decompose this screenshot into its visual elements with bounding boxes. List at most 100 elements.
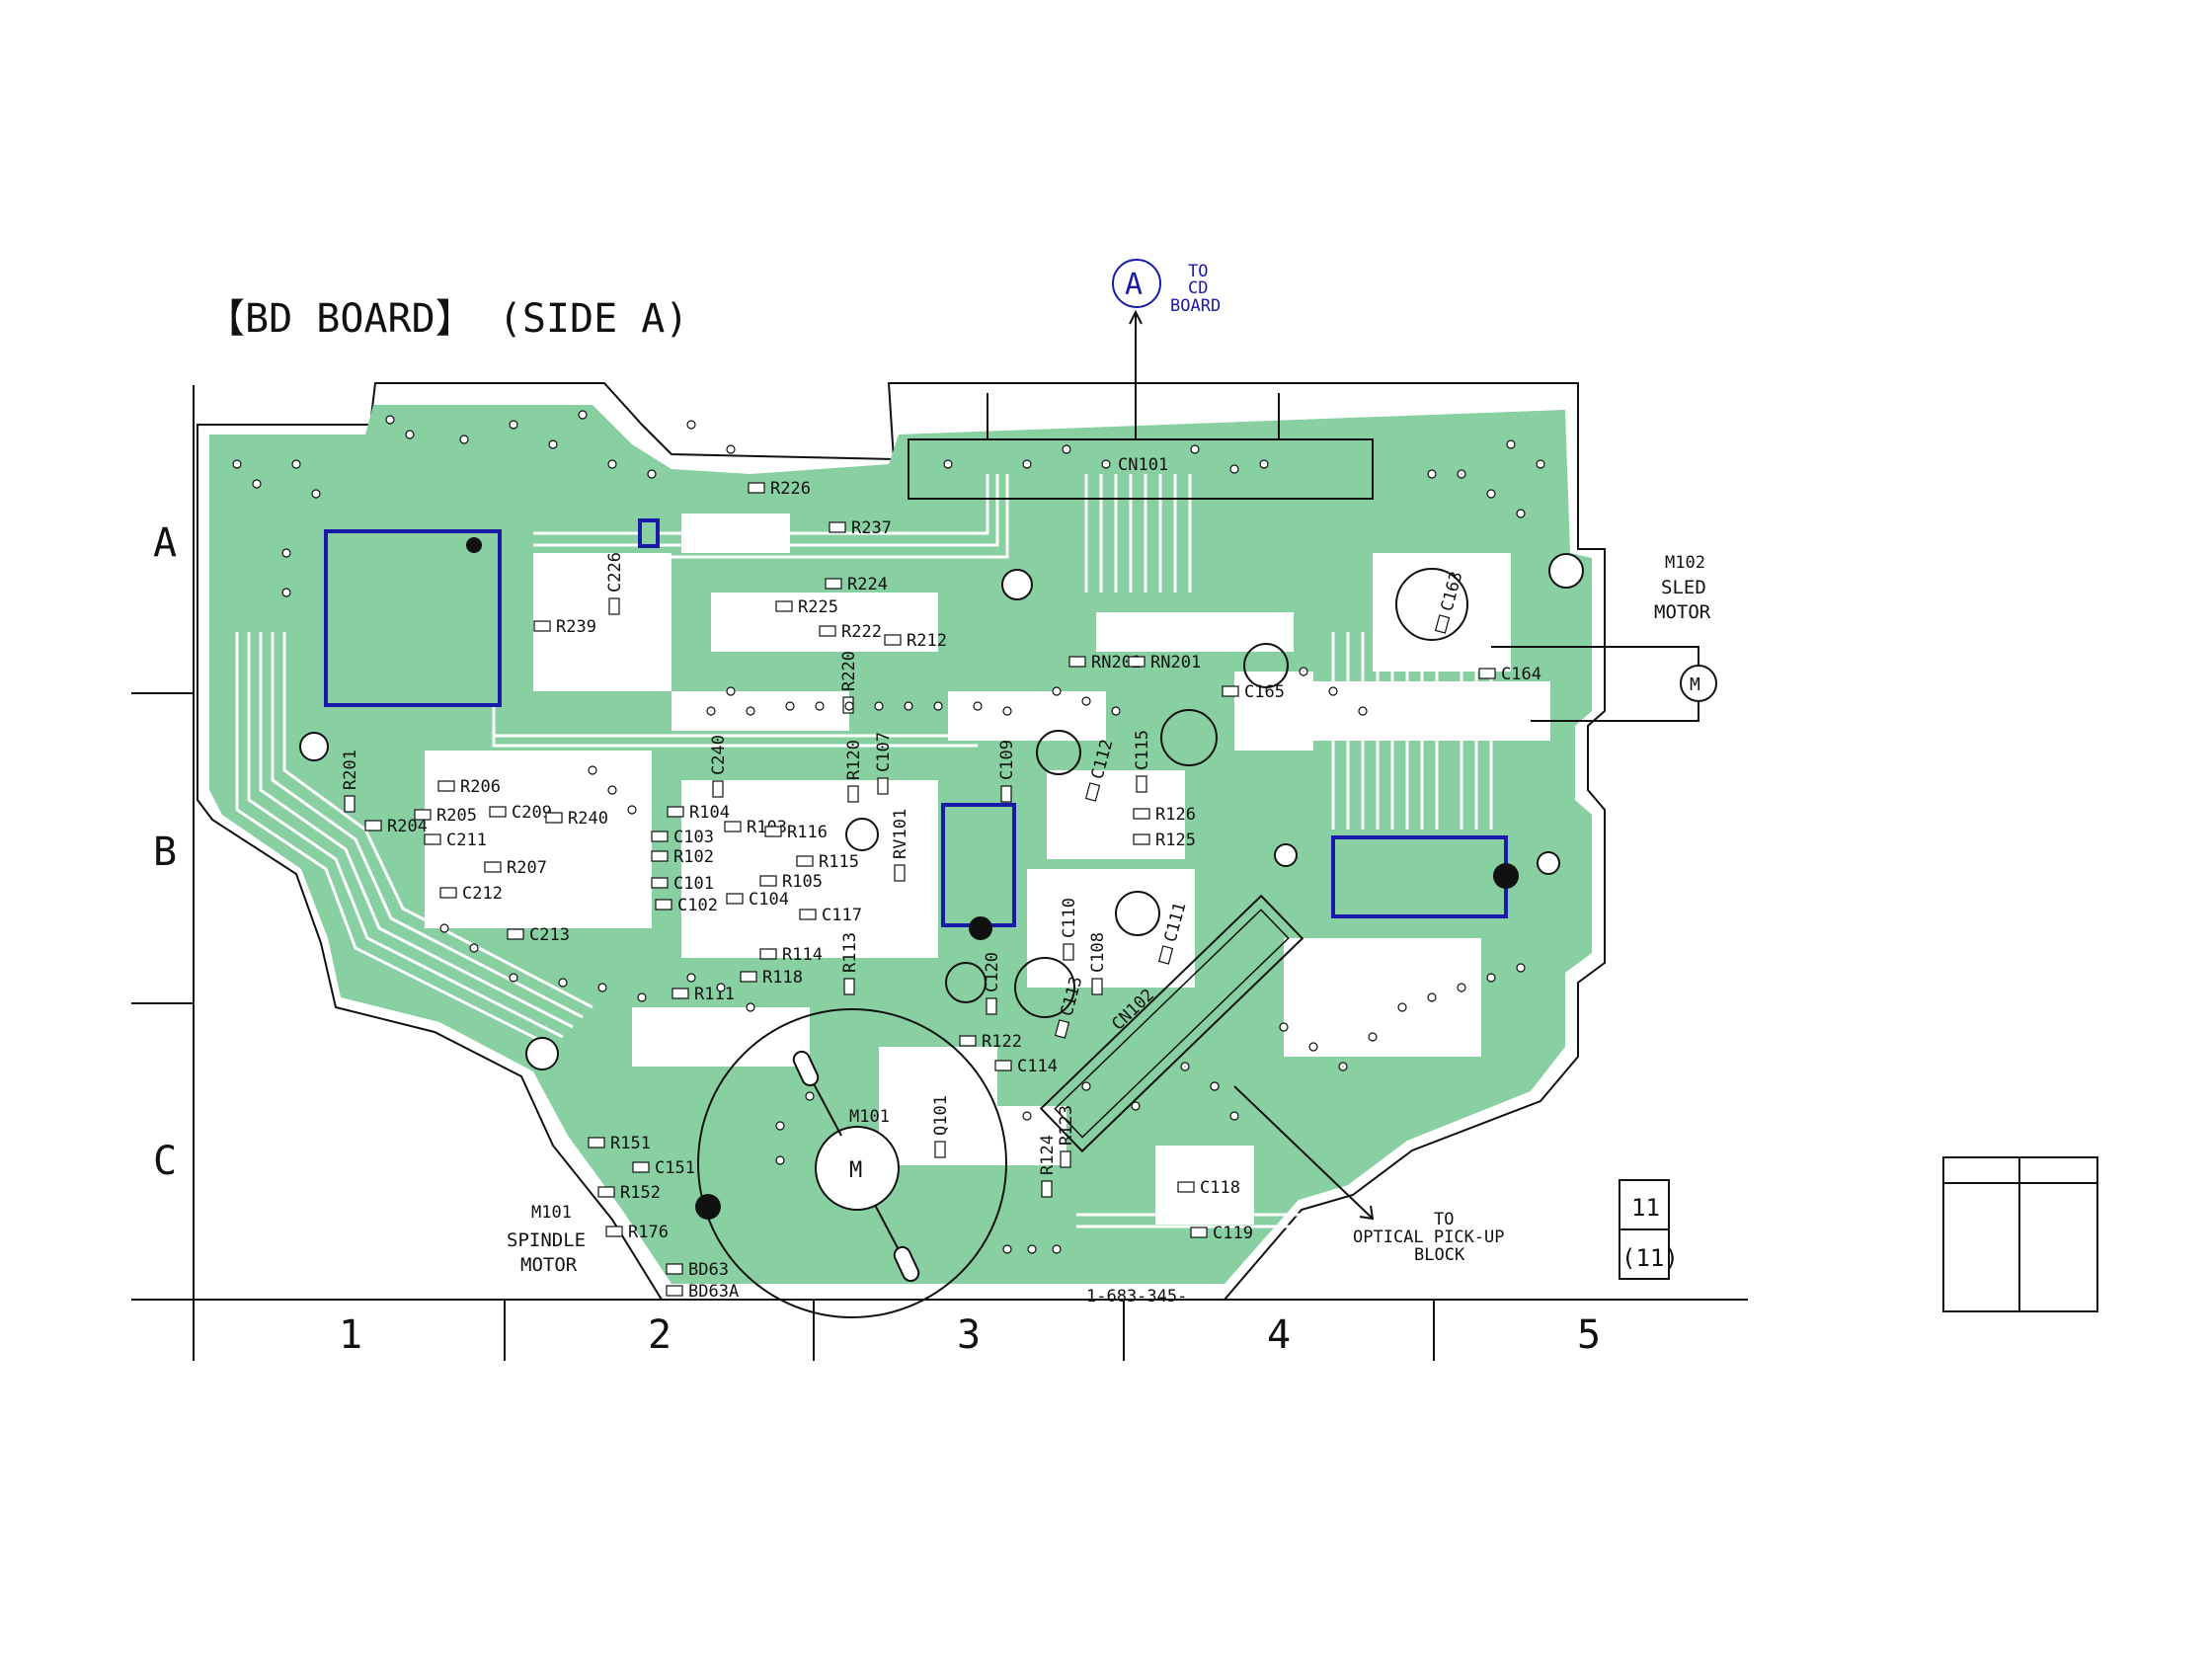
component-pad-c119: [1190, 1227, 1208, 1238]
component-pad-r105: [759, 875, 777, 887]
component-pad-r102: [651, 850, 669, 862]
component-pad-r114: [759, 948, 777, 960]
component-label-r151: R151: [610, 1134, 651, 1153]
component-label-bd63: BD63: [688, 1260, 729, 1280]
spindle-motor-symbol: M: [849, 1158, 862, 1183]
via-hole: [1516, 963, 1526, 973]
via-hole: [716, 983, 726, 992]
via-hole: [385, 415, 395, 425]
via-hole: [509, 420, 518, 430]
col-label-4: 4: [1267, 1312, 1291, 1358]
component-label-c209: C209: [512, 803, 552, 823]
via-hole: [1022, 1111, 1032, 1121]
connector-a-circle: [1112, 259, 1161, 308]
spindle-motor-outline: [697, 1008, 1007, 1318]
component-pad-r206: [437, 780, 455, 792]
ic-footprints: [324, 518, 1508, 927]
via-hole: [933, 701, 943, 711]
via-hole: [746, 1002, 755, 1012]
component-pad-c112: [1084, 782, 1101, 802]
via-hole: [1457, 983, 1466, 992]
component-pad-c101: [651, 877, 669, 889]
component-pad-r205: [414, 809, 432, 821]
via-hole: [1427, 992, 1437, 1002]
via-hole: [1299, 667, 1308, 676]
via-hole: [597, 983, 607, 992]
component-pad-r111: [672, 988, 689, 999]
via-hole: [686, 420, 696, 430]
component-pad-bd63: [666, 1263, 683, 1275]
component-label-r120: R120: [844, 740, 864, 780]
component-label-c213: C213: [529, 925, 570, 945]
component-label-r105: R105: [782, 872, 823, 892]
component-pad-c114: [994, 1060, 1012, 1071]
component-label-c110: C110: [1060, 898, 1079, 938]
component-label-c211: C211: [446, 831, 487, 850]
component-label-c114: C114: [1017, 1057, 1058, 1076]
via-hole: [1052, 686, 1062, 696]
component-pad-rn202: [1068, 656, 1086, 668]
via-hole: [815, 701, 825, 711]
component-pad-c163: [1434, 614, 1451, 634]
component-pad-r204: [364, 820, 382, 832]
via-hole: [904, 701, 913, 711]
component-pad-c164: [1478, 668, 1496, 679]
via-hole: [637, 992, 647, 1002]
component-pad-bd63a: [666, 1285, 683, 1297]
row-label-b: B: [153, 830, 177, 875]
component-label-r220: R220: [839, 651, 859, 691]
component-label-c115: C115: [1133, 730, 1152, 770]
via-hole: [588, 765, 597, 775]
pickup-line3: BLOCK: [1414, 1245, 1465, 1265]
via-hole: [1486, 489, 1496, 499]
sled-motor: M M102 SLED MOTOR: [1491, 553, 1717, 722]
via-hole: [405, 430, 415, 439]
via-hole: [844, 701, 854, 711]
component-label-rn201: RN201: [1150, 653, 1201, 673]
component-pad-c108: [1091, 978, 1103, 995]
component-pad-r151: [588, 1137, 605, 1148]
via-hole: [1328, 686, 1338, 696]
via-hole: [1022, 459, 1032, 469]
component-pad-c109: [1000, 785, 1012, 803]
sled-motor-symbol: M: [1690, 674, 1700, 695]
connector-a-line1: TO: [1188, 262, 1208, 281]
via-hole: [647, 469, 657, 479]
via-hole: [558, 978, 568, 988]
component-label-r126: R126: [1155, 805, 1196, 825]
component-label-c104: C104: [749, 890, 789, 910]
component-label-c212: C212: [462, 884, 503, 904]
component-label-c165: C165: [1244, 682, 1285, 702]
cn101-label: CN101: [1118, 455, 1168, 475]
via-hole: [1002, 1244, 1012, 1254]
component-label-r152: R152: [620, 1183, 661, 1203]
component-label-r104: R104: [689, 803, 730, 823]
component-pad-r115: [796, 855, 814, 867]
component-label-c107: C107: [874, 732, 894, 772]
component-pad-c151: [632, 1161, 650, 1173]
component-pad-c118: [1177, 1181, 1195, 1193]
via-hole: [775, 1121, 785, 1131]
component-label-r239: R239: [556, 617, 596, 637]
component-label-c117: C117: [822, 906, 862, 925]
component-pad-r224: [825, 578, 842, 590]
component-pad-r104: [667, 806, 684, 818]
component-label-r124: R124: [1038, 1135, 1058, 1175]
col-label-2: 2: [648, 1312, 672, 1358]
cn101-connector: [908, 393, 1374, 500]
component-label-c164: C164: [1501, 665, 1541, 684]
via-hole: [459, 435, 469, 444]
via-hole: [686, 973, 696, 983]
component-label-r207: R207: [507, 858, 547, 878]
component-pad-r222: [819, 625, 836, 637]
spindle-motor-line2: MOTOR: [520, 1254, 578, 1276]
component-label-r226: R226: [770, 479, 811, 499]
component-pad-c240: [712, 780, 724, 798]
component-pad-c104: [726, 893, 744, 905]
component-label-bd63a: BD63A: [688, 1282, 739, 1302]
trace-lines: [235, 474, 1493, 1228]
component-label-r111: R111: [694, 985, 735, 1004]
sled-motor-line2: MOTOR: [1654, 601, 1711, 623]
via-hole: [973, 701, 983, 711]
via-hole: [627, 805, 637, 815]
